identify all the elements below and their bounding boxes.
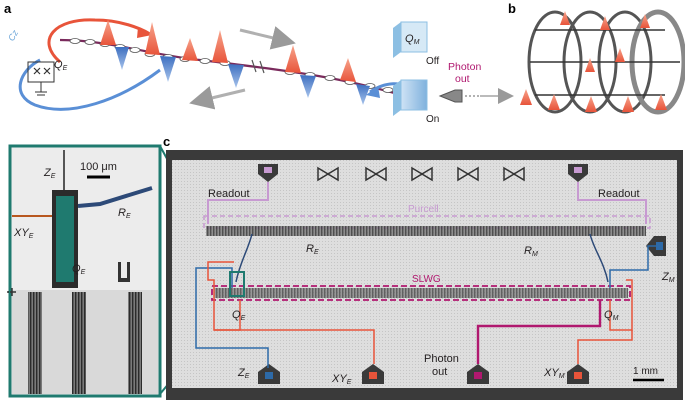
photon-out-label-c1: Photon xyxy=(424,353,459,365)
xym-label: XYM xyxy=(543,367,565,380)
photon-detector-icon xyxy=(438,89,463,103)
photon-out-label-a: Photon xyxy=(448,61,481,73)
slwg-label: SLWG xyxy=(412,274,441,285)
qubit-circuit-icon xyxy=(27,61,55,96)
qubit-label-a: QE xyxy=(54,59,68,72)
panel-label-c: c xyxy=(163,134,170,149)
panel-b-packets xyxy=(520,11,667,112)
wave-packets xyxy=(100,20,370,105)
blue-arrow-icon xyxy=(366,86,380,98)
mirror-label: QM xyxy=(405,33,420,46)
panel-label-b: b xyxy=(508,1,516,16)
mirror-on xyxy=(393,79,428,116)
inset-scale-label: 100 μm xyxy=(80,161,117,173)
off-label: Off xyxy=(426,56,439,67)
inset-q-label: QE xyxy=(72,263,86,276)
panel-label-a: a xyxy=(4,1,12,16)
panel-a-waveguide xyxy=(18,18,421,111)
photon-out-label-a2: out xyxy=(455,73,470,85)
orange-arrow-icon xyxy=(137,27,152,38)
zm-label: ZM xyxy=(661,271,675,284)
photon-out-label-c2: out xyxy=(432,366,447,378)
inset-z-label: ZE xyxy=(43,167,56,180)
ze-label: ZE xyxy=(237,367,250,380)
re-label: RE xyxy=(306,243,319,256)
inset-micrograph xyxy=(7,144,162,398)
readout-right-label: Readout xyxy=(598,188,640,200)
coupling-label: Cz xyxy=(6,28,20,43)
xye-label: XYE xyxy=(331,373,352,386)
qm-label: QM xyxy=(604,309,619,322)
chip-layout xyxy=(166,150,683,400)
chip-scale-label: 1 mm xyxy=(633,366,658,377)
readout-left-label: Readout xyxy=(208,188,250,200)
inset-xy-label: XYE xyxy=(13,227,34,240)
purcell-label: Purcell xyxy=(408,204,439,215)
rm-label: RM xyxy=(524,245,538,258)
on-label: On xyxy=(426,114,439,125)
mirror-off xyxy=(393,21,428,58)
inset-r-label: RE xyxy=(118,207,131,220)
qe-label: QE xyxy=(232,309,246,322)
